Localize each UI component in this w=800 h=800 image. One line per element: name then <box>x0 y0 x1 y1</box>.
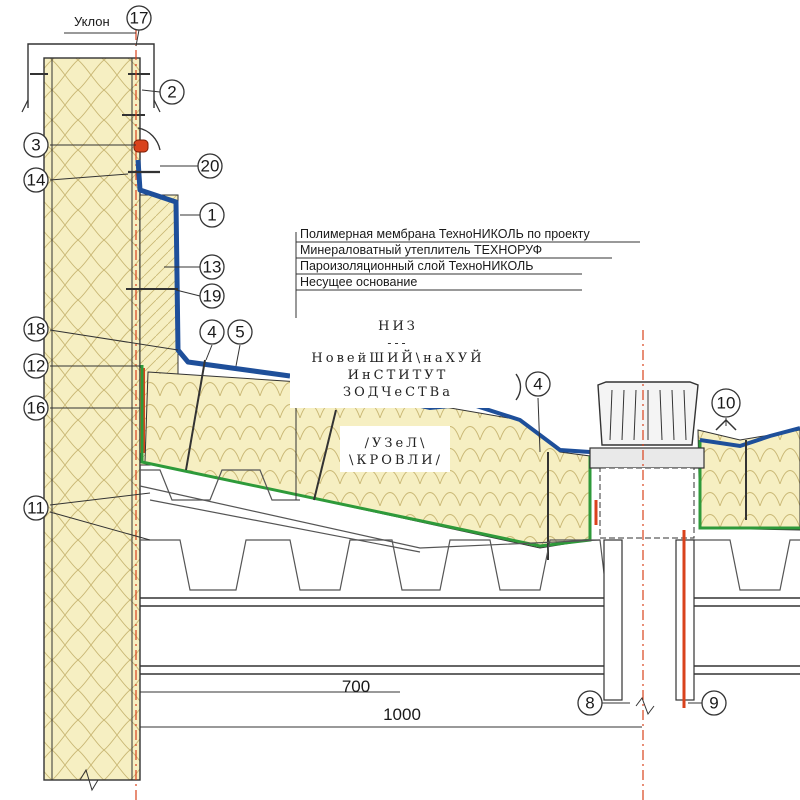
svg-text:1: 1 <box>207 206 216 225</box>
callout-2: 2 <box>159 79 185 105</box>
svg-text:14: 14 <box>27 171 46 190</box>
svg-text:4: 4 <box>207 323 216 342</box>
svg-text:13: 13 <box>203 258 222 277</box>
layer-legend: Полимерная мембрана ТехноНИКОЛЬ по проек… <box>295 227 640 500</box>
svg-text:9: 9 <box>709 694 718 713</box>
svg-text:4: 4 <box>533 375 542 394</box>
dimension-1000: 1000 <box>383 705 421 724</box>
callout-14: 14 <box>23 167 49 193</box>
svg-text:16: 16 <box>27 399 46 418</box>
layer-1: Полимерная мембрана ТехноНИКОЛЬ по проек… <box>300 227 591 241</box>
callout-20: 20 <box>197 153 223 179</box>
callout-11: 11 <box>23 495 49 521</box>
svg-text:20: 20 <box>201 157 220 176</box>
callout-13: 13 <box>199 254 225 280</box>
callout-4b: 4 <box>525 371 551 397</box>
callout-8: 8 <box>577 690 603 716</box>
parapet-cap <box>21 43 161 116</box>
stamp-overlay: НИЗ --- НовейШИЙ\наХУЙ ИнСТИТУТ ЗОДЧеСТВ… <box>290 318 522 472</box>
svg-text:3: 3 <box>31 136 40 155</box>
layer-4: Несущее основание <box>300 275 417 289</box>
svg-text:ИнСТИТУТ: ИнСТИТУТ <box>348 368 449 383</box>
callout-19: 19 <box>199 283 225 309</box>
svg-text:17: 17 <box>130 9 149 28</box>
callouts: 17 2 3 20 14 1 13 19 18 4 5 12 16 4 10 1… <box>23 5 741 716</box>
layer-3: Пароизоляционный слой ТехноНИКОЛЬ <box>300 259 533 273</box>
callout-18: 18 <box>23 316 49 342</box>
callout-3: 3 <box>23 132 49 158</box>
svg-text:\КРОВЛИ/: \КРОВЛИ/ <box>349 453 443 468</box>
steel-beams <box>140 597 800 675</box>
callout-12: 12 <box>23 353 49 379</box>
svg-text:2: 2 <box>167 83 176 102</box>
callout-1: 1 <box>199 202 225 228</box>
callout-10: 10 <box>711 388 741 418</box>
dimension-lines <box>139 688 642 732</box>
corrugated-deck <box>139 469 800 591</box>
svg-text:---: --- <box>387 336 408 350</box>
callout-4a: 4 <box>199 319 225 345</box>
layer-2: Минераловатный утеплитель ТЕХНОРУФ <box>300 243 542 257</box>
callout-5: 5 <box>227 319 253 345</box>
svg-text:18: 18 <box>27 320 46 339</box>
vapor-barrier <box>140 365 800 548</box>
svg-text:НовейШИЙ\наХУЙ: НовейШИЙ\наХУЙ <box>311 349 484 366</box>
sealant-bead <box>133 139 149 153</box>
svg-text:5: 5 <box>235 323 244 342</box>
svg-text:НИЗ: НИЗ <box>378 319 418 334</box>
slope-label: Уклон <box>74 14 110 29</box>
callout-9: 9 <box>701 690 727 716</box>
svg-text:ЗОДЧеСТВа: ЗОДЧеСТВа <box>343 385 453 400</box>
svg-text:10: 10 <box>717 394 736 413</box>
svg-text:8: 8 <box>585 694 594 713</box>
svg-text:19: 19 <box>203 287 222 306</box>
roof-drain <box>589 381 737 708</box>
leader-lines <box>49 29 727 704</box>
callout-17: 17 <box>126 5 152 31</box>
svg-text:11: 11 <box>27 499 45 518</box>
parapet-wall <box>43 57 141 792</box>
dimension-700: 700 <box>342 677 370 696</box>
svg-text:/УЗеЛ\: /УЗеЛ\ <box>365 436 428 451</box>
callout-16: 16 <box>23 395 49 421</box>
svg-text:12: 12 <box>27 357 46 376</box>
